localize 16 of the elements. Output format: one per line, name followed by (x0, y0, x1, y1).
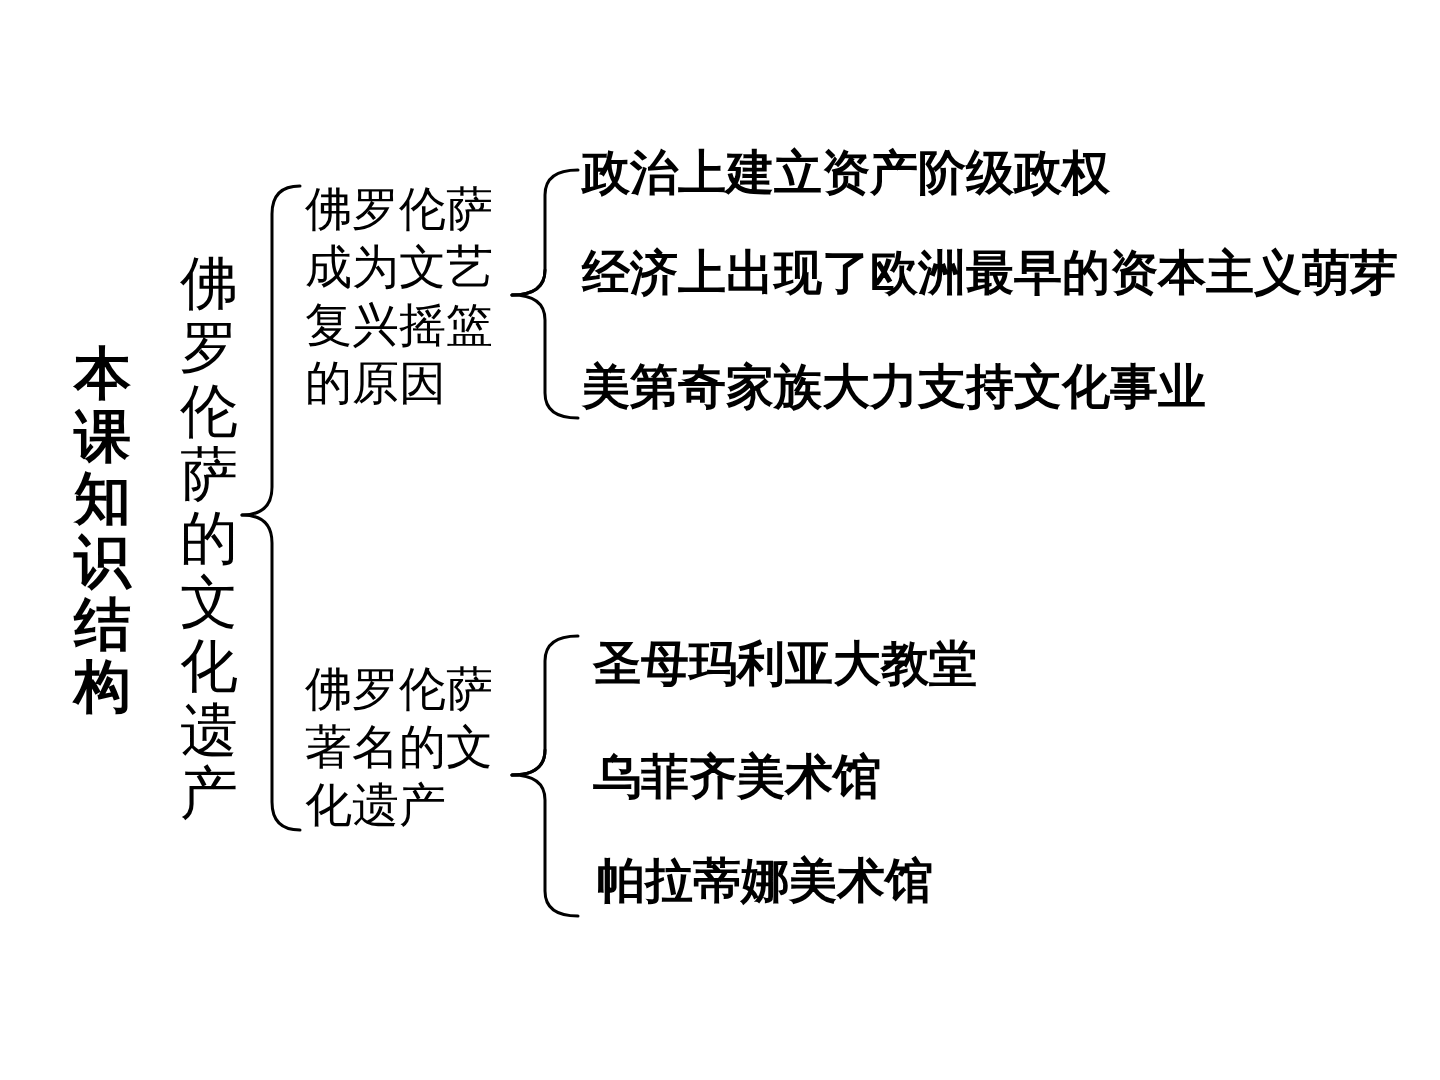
item-text: 美第奇家族大力支持文化事业 (582, 360, 1206, 413)
item-text: 圣母玛利亚大教堂 (593, 637, 977, 690)
brace-connector (240, 184, 302, 517)
brace-connector (240, 513, 302, 832)
brace-connector (510, 748, 547, 777)
item-text: 经济上出现了欧洲最早的资本主义萌芽 (582, 246, 1398, 299)
branch-heading: 佛罗伦萨著名的文化遗产 (305, 660, 494, 834)
brace-connector (510, 773, 580, 918)
item-text: 政治上建立资产阶级政权 (582, 146, 1110, 199)
vertical-title: 本课知识结构 (74, 342, 131, 719)
vertical-heading: 佛罗伦萨的文化遗产 (180, 252, 238, 827)
brace-connector (510, 293, 580, 420)
branch-heading: 佛罗伦萨成为文艺复兴摇篮的原因 (305, 180, 494, 412)
item-text: 帕拉蒂娜美术馆 (597, 854, 933, 907)
brace-connector (510, 268, 547, 297)
item-text: 乌菲齐美术馆 (593, 750, 881, 803)
